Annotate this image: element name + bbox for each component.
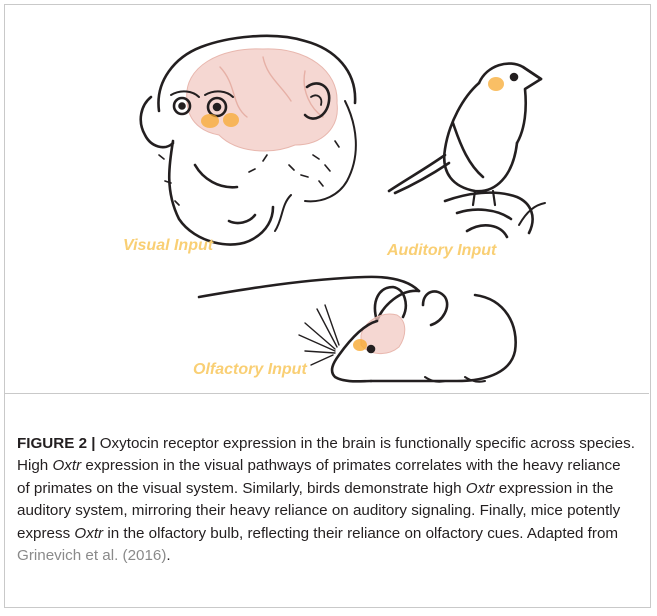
caption-divider xyxy=(5,393,649,394)
auditory-input-label: Auditory Input xyxy=(387,242,496,260)
caption-end: . xyxy=(166,547,170,564)
primate-drawing xyxy=(141,36,356,245)
figure-illustration xyxy=(5,5,652,395)
figure-panel: Visual Input Auditory Input Olfactory In… xyxy=(4,4,651,608)
primate-visual-hotspot xyxy=(201,114,219,128)
gene-name: Oxtr xyxy=(466,480,495,497)
figure-caption: FIGURE 2 | Oxytocin receptor expression … xyxy=(17,433,637,567)
gene-name: Oxtr xyxy=(52,457,81,474)
bird-auditory-hotspot xyxy=(488,77,504,91)
visual-input-label: Visual Input xyxy=(123,237,213,255)
reference-link[interactable]: Grinevich et al. (2016) xyxy=(17,547,166,564)
gene-name: Oxtr xyxy=(74,525,103,542)
primate-brain-overlay xyxy=(187,49,338,151)
figure-number: FIGURE 2 | xyxy=(17,435,96,452)
olfactory-input-label: Olfactory Input xyxy=(193,361,307,379)
caption-text: in the olfactory bulb, reflecting their … xyxy=(103,525,618,542)
bird-drawing xyxy=(389,64,545,237)
mouse-olfactory-hotspot xyxy=(353,339,367,351)
primate-visual-hotspot xyxy=(223,113,239,127)
